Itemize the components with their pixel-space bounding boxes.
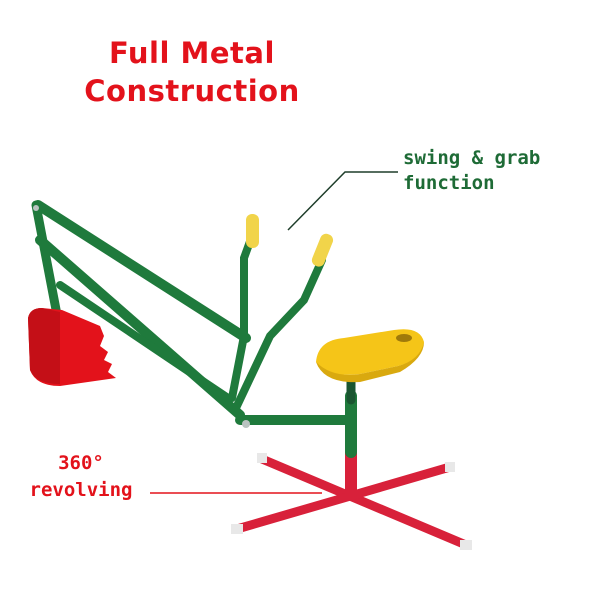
headline-line-2: Construction <box>84 74 300 108</box>
headline-line-1: Full Metal <box>109 36 275 70</box>
swing-callout-leader <box>287 171 398 231</box>
base-foot-cap <box>231 524 243 534</box>
revolving-callout: 360° revolving <box>16 450 146 504</box>
digger-frame <box>31 200 357 458</box>
swing-grab-line-2: function <box>403 172 495 194</box>
joint-bolt <box>242 420 250 428</box>
yellow-seat <box>316 329 424 383</box>
left-lever-handle <box>246 214 259 248</box>
right-lever-handle <box>311 233 334 267</box>
revolving-line-1: 360° <box>58 452 104 474</box>
digger-bucket <box>28 308 116 386</box>
base-foot-cap <box>257 453 267 463</box>
base-foot-cap <box>445 462 455 472</box>
swing-grab-callout: swing & grab function <box>403 146 540 196</box>
headline: Full Metal Construction <box>82 34 302 110</box>
base-foot-cap <box>460 540 472 550</box>
revolving-base <box>231 448 472 550</box>
revolving-line-2: revolving <box>29 479 133 501</box>
swing-grab-line-1: swing & grab <box>403 147 541 169</box>
seat-handle-hole <box>396 334 412 342</box>
joint-bolt <box>33 205 39 211</box>
